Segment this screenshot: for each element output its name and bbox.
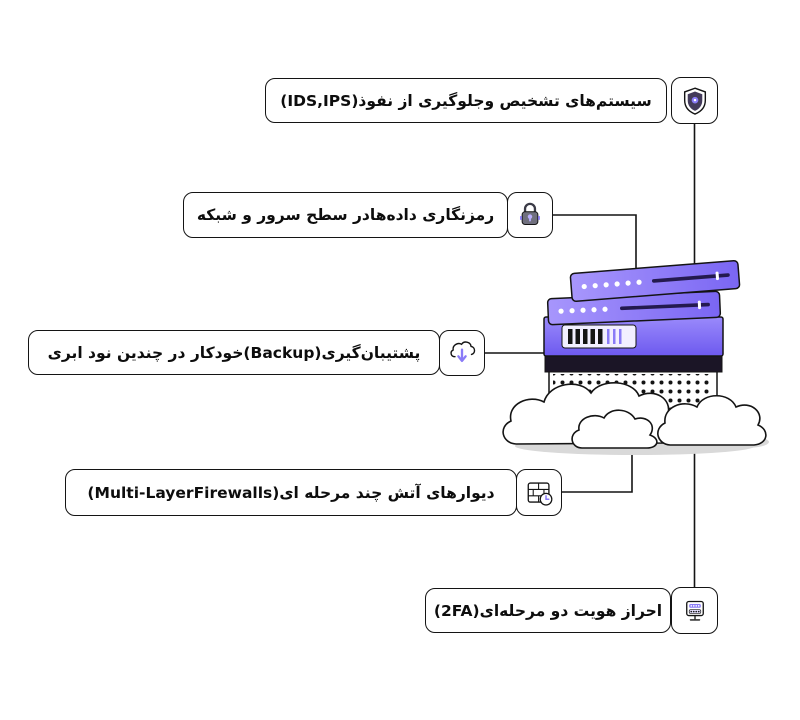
cloud-right bbox=[657, 394, 767, 446]
cloud-shadow bbox=[515, 437, 755, 455]
cloud-download-icon bbox=[450, 341, 476, 363]
label-firewall: دیوارهای آتش چند مرحله ای(Multi-LayerFir… bbox=[65, 469, 517, 516]
cloud-shadow-right bbox=[721, 436, 769, 448]
cloud-left bbox=[502, 382, 680, 445]
label-backup: پشتیبان‌گیری(Backup)خودکار در چندین نود … bbox=[28, 330, 440, 375]
server-main-unit bbox=[543, 316, 724, 357]
firewall-shield-icon bbox=[527, 481, 553, 506]
icon-box-encryption bbox=[507, 192, 553, 238]
label-2fa: احراز هویت دو مرحله‌ای(2FA) bbox=[425, 588, 671, 633]
server-perforated-unit bbox=[548, 369, 718, 421]
connector-encryption bbox=[553, 214, 637, 300]
clouds bbox=[502, 382, 769, 455]
icon-box-firewall bbox=[516, 469, 562, 516]
label-ids-ips: سیستم‌های تشخیص وجلوگیری از نفوذ(IDS,IPS… bbox=[265, 78, 667, 123]
label-encryption: رمزنگاری داده‌هادر سطح سرور و شبکه bbox=[183, 192, 508, 238]
lock-icon bbox=[520, 202, 540, 225]
server-slim-bar-1 bbox=[569, 260, 741, 302]
icon-box-2fa bbox=[671, 587, 718, 634]
cloud-front bbox=[571, 409, 658, 449]
shield-icon bbox=[683, 86, 706, 115]
server-2fa-icon bbox=[685, 600, 704, 621]
server-stack bbox=[543, 260, 741, 421]
connector-firewall bbox=[562, 445, 633, 493]
server-dark-band bbox=[544, 353, 723, 373]
icon-box-ids-ips bbox=[671, 77, 718, 124]
server-slim-bar-2 bbox=[546, 290, 722, 326]
icon-box-backup bbox=[439, 330, 485, 376]
